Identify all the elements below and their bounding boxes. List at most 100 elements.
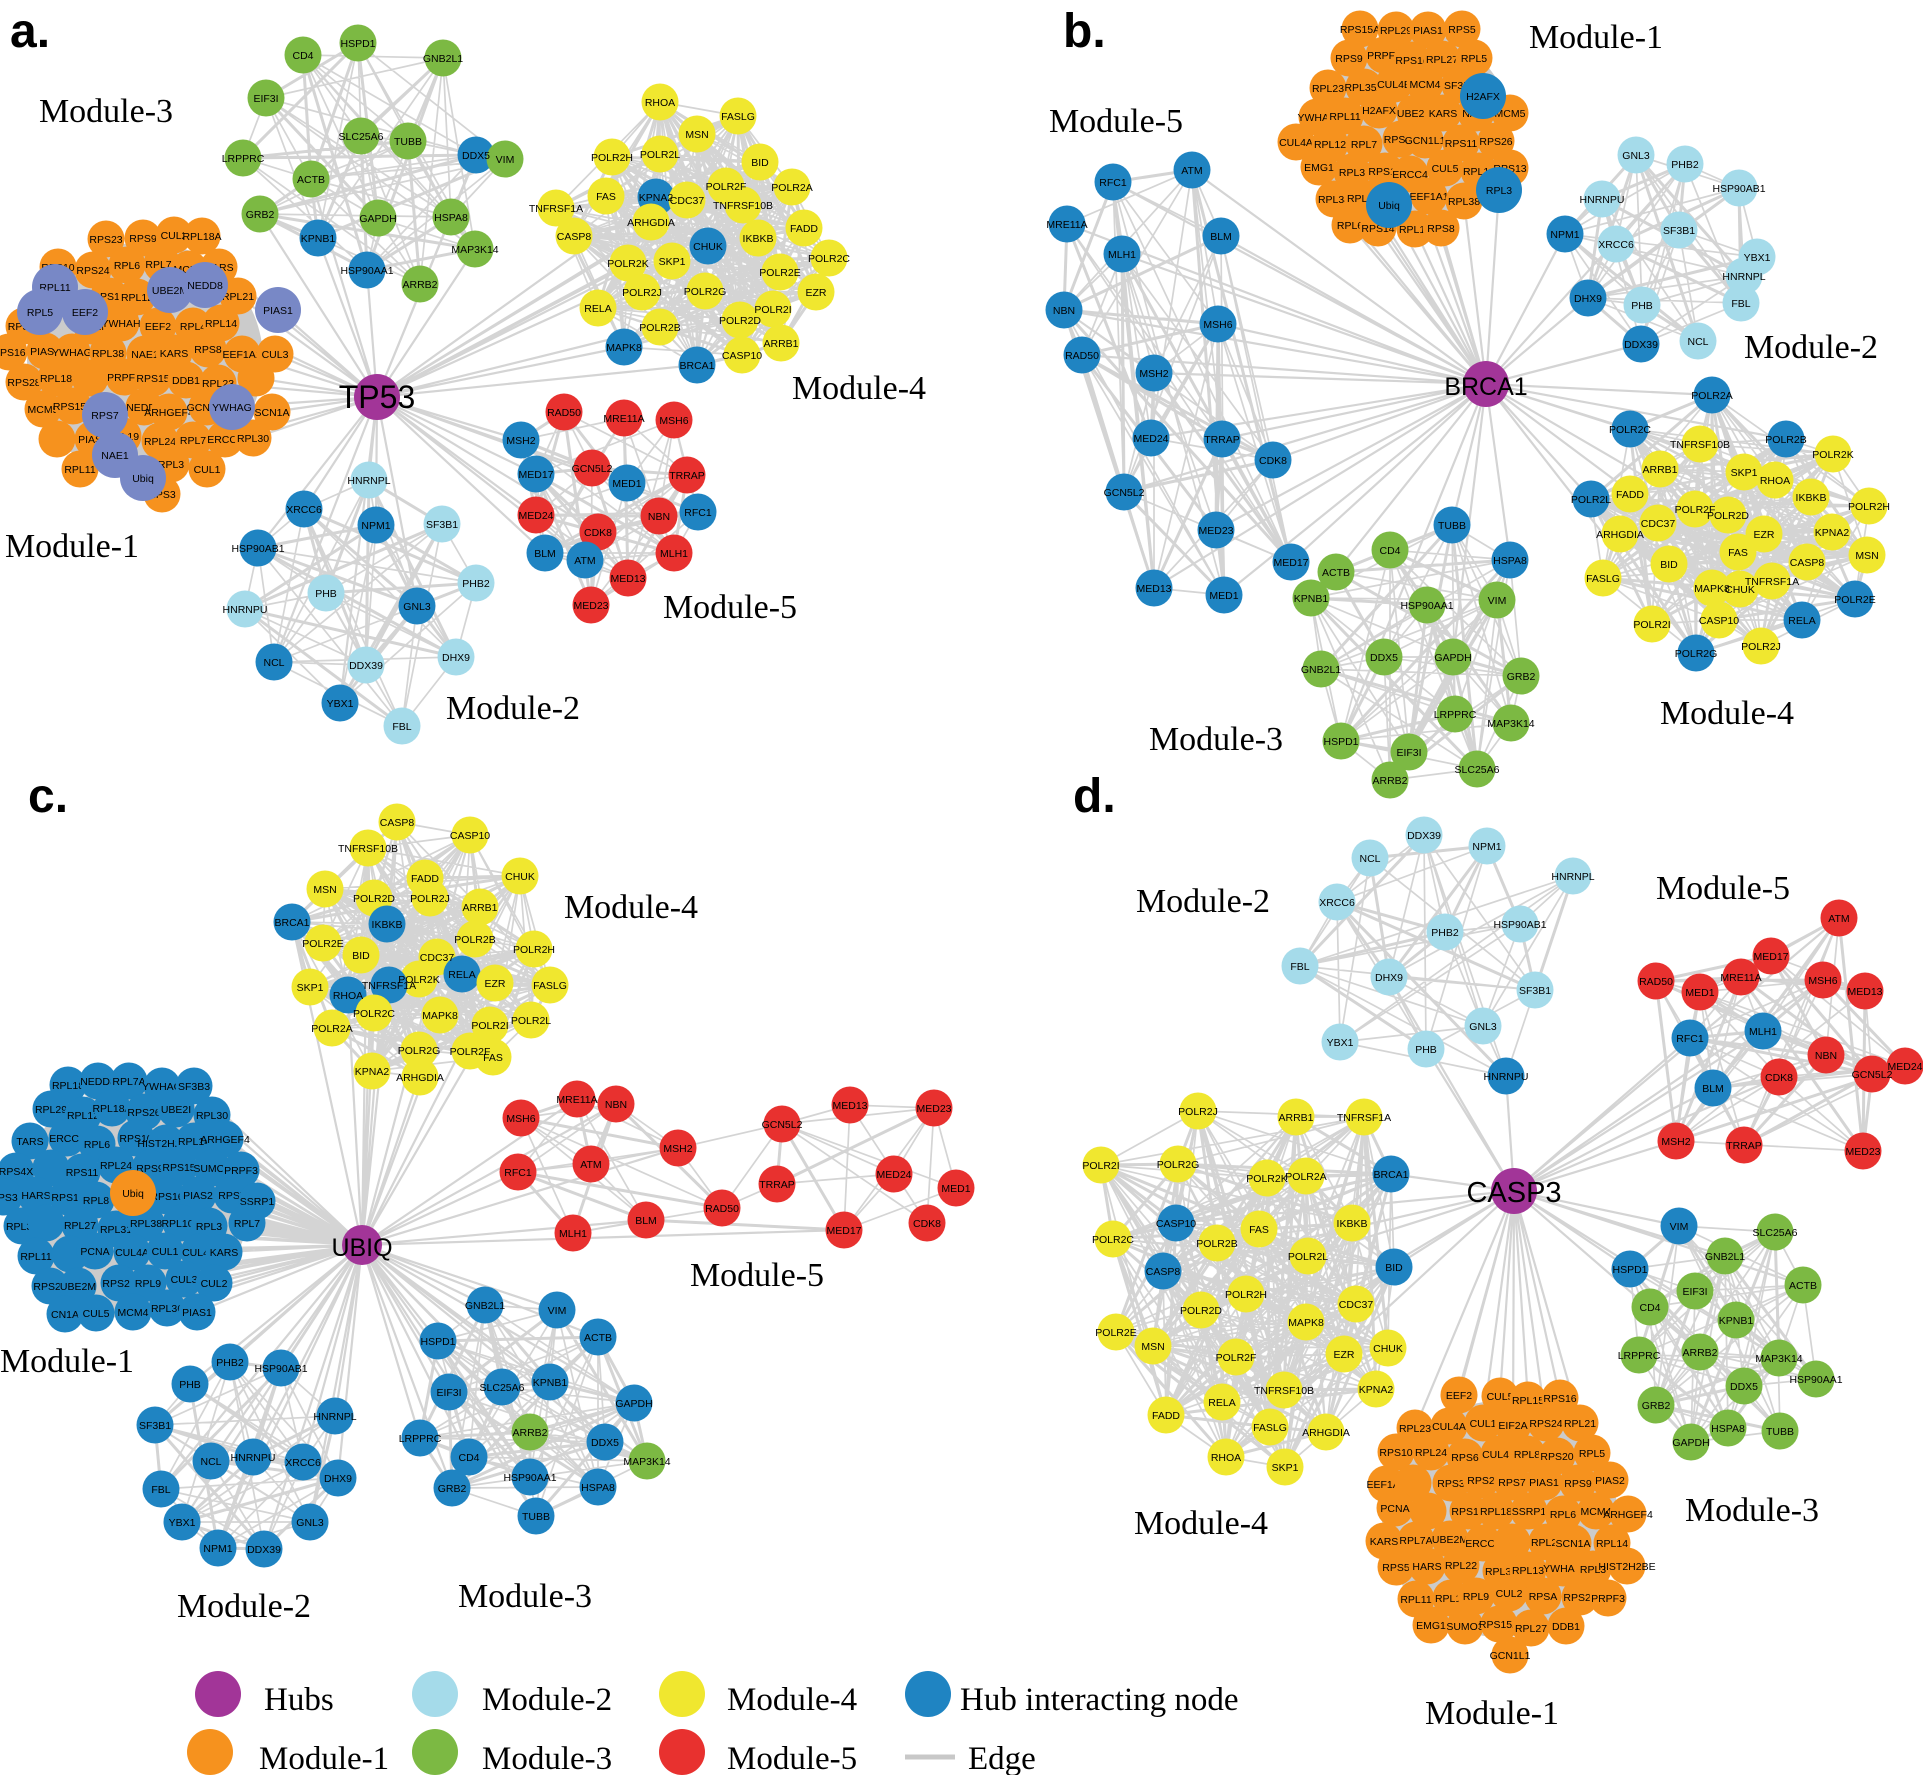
svg-text:Module-4: Module-4 <box>1660 695 1794 732</box>
svg-text:RPS24: RPS24 <box>1529 1418 1562 1430</box>
svg-text:GNL3: GNL3 <box>1469 1021 1497 1033</box>
svg-text:CDC37: CDC37 <box>1641 518 1676 530</box>
svg-text:SLC25A6: SLC25A6 <box>1753 1227 1798 1239</box>
svg-text:BID: BID <box>352 950 370 962</box>
svg-text:FASLG: FASLG <box>1586 573 1620 585</box>
svg-text:TNFRSF10B: TNFRSF10B <box>1254 1385 1314 1397</box>
svg-text:SKP1: SKP1 <box>659 256 686 268</box>
svg-text:HSPD1: HSPD1 <box>1612 1264 1647 1276</box>
svg-text:NPM1: NPM1 <box>1550 229 1579 241</box>
svg-text:FBL: FBL <box>1290 961 1309 973</box>
svg-text:EIF2A: EIF2A <box>1498 1420 1527 1432</box>
svg-text:MSH2: MSH2 <box>663 1143 692 1155</box>
svg-text:DHX9: DHX9 <box>324 1473 352 1485</box>
svg-text:KARS: KARS <box>210 1247 239 1259</box>
svg-text:POLR2E: POLR2E <box>1095 1327 1136 1339</box>
svg-text:MED17: MED17 <box>826 1225 861 1237</box>
svg-text:CHUK: CHUK <box>1373 1343 1403 1355</box>
svg-text:EEF1A1: EEF1A1 <box>1409 191 1448 203</box>
svg-text:GCN5L2: GCN5L2 <box>572 463 613 475</box>
svg-text:FADD: FADD <box>1152 1410 1180 1422</box>
svg-text:MSH6: MSH6 <box>1808 975 1837 987</box>
svg-text:POLR2G: POLR2G <box>1157 1159 1200 1171</box>
svg-text:IKBKB: IKBKB <box>743 233 774 245</box>
svg-text:LRPPRC: LRPPRC <box>222 153 265 165</box>
svg-text:ARRB1: ARRB1 <box>462 902 497 914</box>
svg-text:HARS: HARS <box>1412 1561 1441 1573</box>
svg-text:RELA: RELA <box>1208 1397 1235 1409</box>
svg-text:CUL3: CUL3 <box>262 349 289 361</box>
svg-text:RPL24: RPL24 <box>1415 1447 1447 1459</box>
svg-text:ARHGDIA: ARHGDIA <box>627 217 675 229</box>
svg-text:MED23: MED23 <box>573 600 608 612</box>
svg-text:RPS2: RPS2 <box>1467 1475 1495 1487</box>
svg-text:HSP90AB1: HSP90AB1 <box>254 1363 307 1375</box>
svg-text:EZR: EZR <box>1754 529 1775 541</box>
svg-text:Module-3: Module-3 <box>1149 721 1283 758</box>
svg-text:DDX5: DDX5 <box>1370 652 1398 664</box>
svg-text:NBN: NBN <box>1053 305 1075 317</box>
svg-text:POLR2D: POLR2D <box>1707 510 1749 522</box>
svg-text:CUL5: CUL5 <box>1432 163 1459 175</box>
svg-text:RPS11: RPS11 <box>66 1167 99 1179</box>
svg-text:CASP10: CASP10 <box>1156 1218 1196 1230</box>
svg-text:GRB2: GRB2 <box>1507 671 1536 683</box>
svg-text:VIM: VIM <box>1488 595 1507 607</box>
svg-text:GNL3: GNL3 <box>1622 150 1650 162</box>
svg-text:PIAS2: PIAS2 <box>1595 1475 1625 1487</box>
svg-text:RFC1: RFC1 <box>1676 1033 1704 1045</box>
svg-text:TP53: TP53 <box>339 379 415 415</box>
svg-text:KPNA2: KPNA2 <box>355 1066 390 1078</box>
svg-text:ARRB2: ARRB2 <box>402 279 437 291</box>
svg-text:MED1: MED1 <box>1685 987 1714 999</box>
svg-text:POLR2H: POLR2H <box>591 152 633 164</box>
svg-text:RPL5: RPL5 <box>27 307 53 319</box>
svg-text:PHB2: PHB2 <box>216 1357 244 1369</box>
svg-text:RPL15: RPL15 <box>1512 1395 1544 1407</box>
svg-text:POLR2E: POLR2E <box>759 267 800 279</box>
svg-text:TRRAP: TRRAP <box>759 1179 795 1191</box>
svg-text:HNRNPL: HNRNPL <box>313 1411 356 1423</box>
svg-text:ARRB1: ARRB1 <box>763 338 798 350</box>
svg-text:GCN5L2: GCN5L2 <box>762 1119 803 1131</box>
svg-text:FAS: FAS <box>1728 547 1748 559</box>
svg-text:MRE11A: MRE11A <box>556 1094 597 1106</box>
svg-text:GNL3: GNL3 <box>296 1517 324 1529</box>
svg-text:DDB1: DDB1 <box>1552 1621 1580 1633</box>
svg-text:CASP10: CASP10 <box>1699 615 1739 627</box>
svg-text:GRB2: GRB2 <box>246 209 275 221</box>
svg-text:Module-1: Module-1 <box>1529 19 1663 56</box>
svg-text:CUL3: CUL3 <box>171 1274 198 1286</box>
svg-text:RPL38: RPL38 <box>130 1218 162 1230</box>
svg-text:MRE11A: MRE11A <box>1046 219 1087 231</box>
svg-text:POLR2A: POLR2A <box>311 1023 352 1035</box>
svg-text:TRRAP: TRRAP <box>1204 434 1240 446</box>
svg-text:TNFRSF1A: TNFRSF1A <box>362 980 416 992</box>
svg-text:CDC37: CDC37 <box>670 195 705 207</box>
svg-text:UBIQ: UBIQ <box>331 1234 392 1262</box>
svg-text:RPL6: RPL6 <box>84 1139 110 1151</box>
svg-text:KPNA2: KPNA2 <box>1815 527 1850 539</box>
svg-text:GAPDH: GAPDH <box>1672 1437 1709 1449</box>
svg-text:PHB: PHB <box>1631 300 1653 312</box>
svg-text:Module-5: Module-5 <box>1656 870 1790 907</box>
svg-text:NCL: NCL <box>200 1456 221 1468</box>
svg-text:HSPD1: HSPD1 <box>340 38 375 50</box>
svg-text:Module-4: Module-4 <box>564 889 698 926</box>
svg-text:b.: b. <box>1063 5 1106 58</box>
svg-text:SSRP1: SSRP1 <box>1512 1506 1547 1518</box>
svg-text:c.: c. <box>28 770 68 823</box>
svg-text:RFC1: RFC1 <box>504 1167 532 1179</box>
svg-text:POLR2B: POLR2B <box>454 934 495 946</box>
svg-text:MSH2: MSH2 <box>1139 368 1168 380</box>
svg-text:Module-5: Module-5 <box>1049 103 1183 140</box>
svg-text:RPS11: RPS11 <box>1445 138 1478 150</box>
svg-text:CUL2: CUL2 <box>201 1278 228 1290</box>
svg-text:NCL: NCL <box>263 657 284 669</box>
svg-text:MED24: MED24 <box>1133 433 1168 445</box>
svg-text:KPNB1: KPNB1 <box>301 233 336 245</box>
svg-text:RPL9: RPL9 <box>135 1278 161 1290</box>
svg-text:Module-1: Module-1 <box>5 528 139 565</box>
svg-text:d.: d. <box>1073 770 1116 823</box>
svg-text:SF3B1: SF3B1 <box>426 519 458 531</box>
